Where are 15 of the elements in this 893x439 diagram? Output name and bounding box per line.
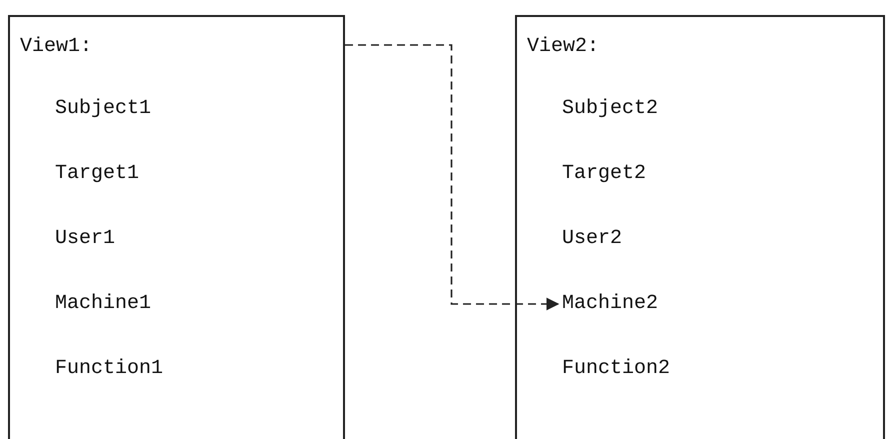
view-box	[515, 15, 885, 439]
item-text: Function1	[55, 357, 164, 381]
item-text: Target1	[55, 162, 140, 186]
view-box	[8, 15, 345, 439]
item-text: Function2	[562, 357, 670, 381]
arrow	[345, 44, 560, 310]
item-text: Machine1	[55, 292, 152, 316]
item-text: Target2	[562, 162, 646, 186]
item-text: Subject1	[55, 97, 152, 121]
view-title: View1:	[20, 35, 92, 59]
item-text: User1	[55, 227, 116, 251]
item-text: Machine2	[562, 292, 658, 316]
item-text: User2	[562, 227, 622, 251]
item-text: Subject2	[562, 97, 658, 121]
view-title: View2:	[527, 35, 600, 59]
